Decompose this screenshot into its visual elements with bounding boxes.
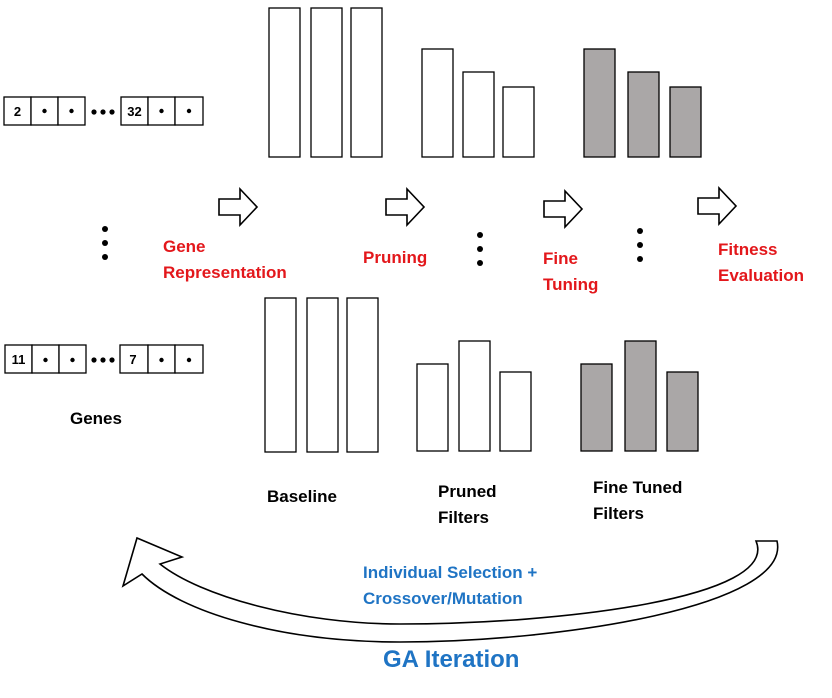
filter-bar	[306, 297, 339, 453]
right-arrow-icon	[385, 186, 426, 228]
gene-cell-value: 11	[12, 352, 26, 367]
ellipsis-dot	[477, 232, 483, 238]
right-arrow-icon	[697, 185, 738, 227]
right-arrow-icon	[543, 188, 584, 230]
filter-bar	[421, 48, 454, 158]
gene-cell-dot	[159, 108, 164, 114]
ellipsis-dot	[100, 357, 106, 363]
gene-cell-dot	[42, 108, 47, 114]
gene-string-bottom: 11 7	[4, 344, 204, 374]
pruning-label: Pruning	[363, 248, 428, 267]
fine-tuned-filters-top	[583, 48, 702, 158]
gene-cell-value: 2	[14, 104, 21, 119]
fine-tuning-label: Fine Tuning	[543, 246, 598, 298]
ga-iteration-curved-arrow-icon	[121, 536, 779, 643]
ellipsis-dot	[102, 240, 108, 246]
gene-representation-label: Gene Representation	[163, 234, 287, 286]
ellipsis-dot	[109, 357, 115, 363]
gene-cell-value: 7	[129, 352, 136, 367]
ellipsis-dot	[477, 246, 483, 252]
filter-bar	[669, 86, 702, 158]
filter-bar	[350, 7, 383, 158]
gene-cell	[174, 96, 204, 126]
filter-bar	[264, 297, 297, 453]
gene-representation-line-2: Representation	[163, 263, 287, 282]
gene-cell-dot	[159, 357, 164, 363]
pruned-filters-bottom	[416, 340, 532, 452]
filter-bar	[268, 7, 301, 158]
fine-tuned-filters-bottom	[580, 340, 699, 452]
pruned-filters-label: Pruned Filters	[438, 479, 497, 531]
ellipsis-dot	[102, 254, 108, 260]
filter-bar	[310, 7, 343, 158]
gene-cell-value: 32	[127, 104, 141, 119]
ellipsis-dot	[102, 226, 108, 232]
filter-bar	[624, 340, 657, 452]
right-arrow-icon	[218, 186, 259, 228]
gene-cell-dot	[69, 108, 74, 114]
genes-label: Genes	[70, 409, 122, 428]
pruned-filters-line-2: Filters	[438, 508, 490, 527]
filter-bar	[627, 71, 660, 158]
filter-bar	[499, 371, 532, 452]
fitness-evaluation-label: Fitness Evaluation	[718, 237, 804, 289]
filter-bar	[583, 48, 616, 158]
individual-selection-line-2: Crossover/Mutation	[363, 589, 523, 608]
filter-bar	[580, 363, 613, 452]
filter-bar	[502, 86, 535, 158]
filter-bar	[416, 363, 449, 452]
fine-tuning-line-2: Tuning	[543, 275, 599, 294]
ellipsis-dot	[100, 109, 106, 115]
filter-bar	[462, 71, 495, 158]
block-arrows	[218, 185, 738, 230]
ellipsis-dot	[637, 242, 643, 248]
ellipsis-dot	[477, 260, 483, 266]
ellipsis-dot	[91, 357, 97, 363]
gene-cell-dot	[186, 357, 192, 363]
pruned-filters-top	[421, 48, 535, 158]
fine-tuning-line-1: Fine	[543, 249, 578, 268]
individual-selection-label: Individual Selection + Crossover/Mutatio…	[363, 560, 537, 612]
ellipsis-dot	[109, 109, 115, 115]
vertical-ellipsis-pruned	[477, 232, 483, 266]
vertical-ellipsis-genes	[102, 226, 108, 260]
ellipsis-dot	[637, 256, 643, 262]
baseline-filters-bottom	[264, 297, 379, 453]
filter-bar	[458, 340, 491, 452]
baseline-label: Baseline	[267, 487, 337, 506]
gene-cell-dot	[70, 357, 75, 363]
filter-bar	[666, 371, 699, 452]
gene-cell	[3, 96, 32, 126]
fitness-evaluation-line-2: Evaluation	[718, 266, 804, 285]
gene-string-top: 2 32	[3, 96, 204, 126]
fine-tuned-filters-line-2: Filters	[593, 504, 645, 523]
individual-selection-line-1: Individual Selection +	[363, 563, 538, 582]
fitness-evaluation-line-1: Fitness	[718, 240, 778, 259]
ellipsis-dot	[637, 228, 643, 234]
gene-representation-line-1: Gene	[163, 237, 206, 256]
gene-cell-dot	[186, 108, 192, 114]
gene-cell-dot	[43, 357, 48, 363]
pruned-filters-line-1: Pruned	[438, 482, 497, 501]
fine-tuned-filters-label: Fine Tuned Filters	[593, 475, 682, 527]
filter-bar	[346, 297, 379, 453]
ga-iteration-label: GA Iteration	[383, 646, 520, 673]
ellipsis-dot	[91, 109, 97, 115]
gene-cell	[4, 344, 33, 374]
baseline-filters-top	[268, 7, 383, 158]
vertical-ellipsis-fine-tuned	[637, 228, 643, 262]
fine-tuned-filters-line-1: Fine Tuned	[593, 478, 683, 497]
